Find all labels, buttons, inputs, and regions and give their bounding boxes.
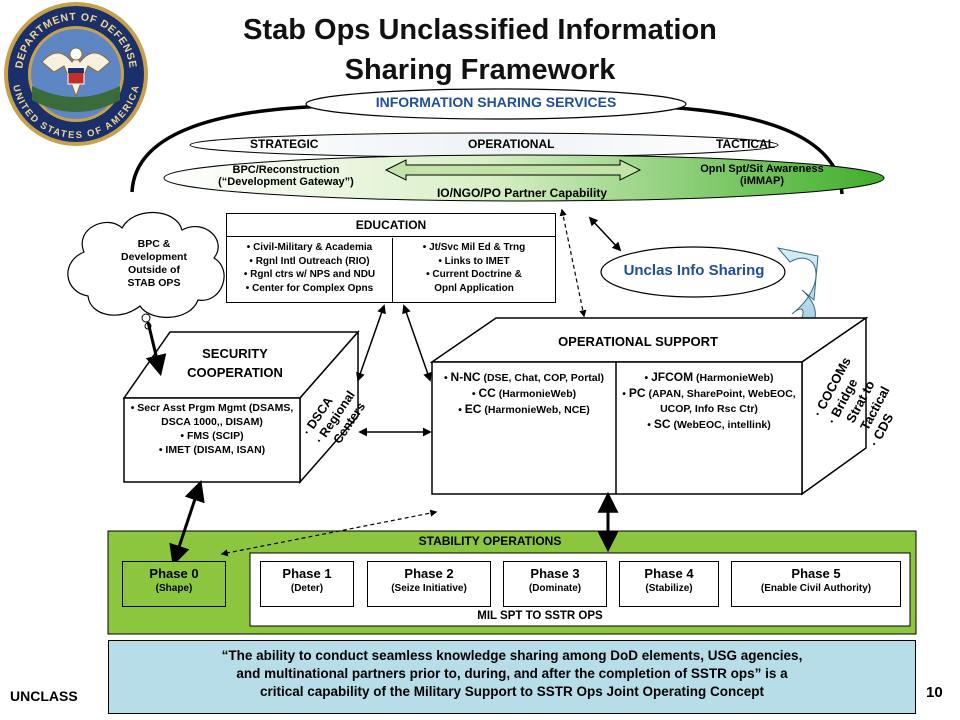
opsupport-left-list: • N-NC (DSE, Chat, COP, Portal) • CC (Ha… <box>438 370 610 418</box>
classification-marking: UNCLASS <box>10 688 78 704</box>
edu-security-arrow <box>356 304 386 382</box>
band-unclas-arrow <box>588 216 622 252</box>
phase-name: Phase 1 <box>282 566 332 581</box>
page-number: 10 <box>926 684 943 701</box>
list-item: • PC (APAN, SharePoint, WebEOC, UCOP, In… <box>622 386 796 415</box>
phase-name: Phase 4 <box>644 566 694 581</box>
band-opsupport-dashed-arrow <box>559 208 587 318</box>
list-item: • FMS (SCIP) <box>180 430 244 442</box>
info-services-ellipse <box>305 88 687 120</box>
phase-name: Phase 3 <box>530 566 580 581</box>
cloud-line2: Development <box>121 251 187 263</box>
list-item: • Jt/Svc Mil Ed & Trng <box>422 242 526 253</box>
quote-line2: and multinational partners prior to, dur… <box>236 666 788 681</box>
phase-sub: (Dominate) <box>528 583 582 594</box>
list-item: Opnl Application <box>434 282 514 294</box>
list-item: • Civil-Military & Academia <box>246 242 373 253</box>
dod-seal-icon: DEPARTMENT OF DEFENSE UNITED STATES OF A… <box>4 2 148 146</box>
band-center-text: IO/NGO/PO Partner Capability <box>436 186 608 200</box>
edu-opsupport-arrow <box>402 304 432 382</box>
opsupport-phase0-dashed-arrow <box>220 509 438 557</box>
education-box: EDUCATION • Civil-Military & Academia • … <box>226 213 556 303</box>
cloud-to-security-arrow <box>145 321 167 377</box>
list-item: • Rgnl Intl Outreach (RIO) <box>249 255 370 267</box>
cloud-line3: Outside of <box>128 264 180 276</box>
level-operational: OPERATIONAL <box>468 137 555 151</box>
phase-3: Phase 3 (Dominate) <box>503 561 607 607</box>
operational-support-box-3d <box>429 316 869 496</box>
capability-band <box>163 154 885 202</box>
info-services-label: INFORMATION SHARING SERVICES <box>375 94 617 110</box>
unclas-info-label: Unclas Info Sharing <box>623 262 765 279</box>
education-left-col: • Civil-Military & Academia • Rgnl Intl … <box>227 238 393 302</box>
operational-support-title: OPERATIONAL SUPPORT <box>558 334 718 349</box>
phase-4: Phase 4 (Stabilize) <box>619 561 719 607</box>
security-phase0-arrow <box>169 480 205 566</box>
band-right-text: Opnl Spt/Sit Awareness (iMMAP) <box>672 163 852 187</box>
education-left-list: • Civil-Military & Academia • Rgnl Intl … <box>227 241 392 295</box>
list-item: • Secr Asst Prgm Mgmt (DSAMS, DSCA 1000,… <box>130 402 294 428</box>
security-cooperation-list: • Secr Asst Prgm Mgmt (DSAMS, DSCA 1000,… <box>127 401 297 457</box>
security-cooperation-box-3d <box>122 330 360 484</box>
list-item: • EC (HarmonieWeb, NCE) <box>458 402 590 416</box>
phase-sub: (Stabilize) <box>645 583 693 594</box>
phase-2: Phase 2 (Seize Initiative) <box>367 561 491 607</box>
education-header: EDUCATION <box>227 214 555 237</box>
quote-line3: critical capability of the Military Supp… <box>259 684 765 699</box>
phase-name: Phase 2 <box>404 566 454 581</box>
quote-line1: “The ability to conduct seamless knowled… <box>221 648 803 663</box>
page-title-line1: Stab Ops Unclassified Information <box>243 14 717 46</box>
mil-spt-label: MIL SPT TO SSTR OPS <box>477 610 603 622</box>
phase-5: Phase 5 (Enable Civil Authority) <box>731 561 901 607</box>
list-item: • SC (WebEOC, intellink) <box>647 417 771 431</box>
unclas-info-ellipse <box>600 246 786 298</box>
security-cooperation-title: SECURITY COOPERATION <box>160 344 310 382</box>
phase-sub: (Enable Civil Authority) <box>760 583 872 594</box>
education-right-list: • Jt/Svc Mil Ed & Trng • Links to IMET •… <box>393 241 555 295</box>
phase-sub: (Seize Initiative) <box>391 583 467 594</box>
page-title-line2: Sharing Framework <box>344 54 616 86</box>
list-item: • JFCOM (HarmonieWeb) <box>644 370 774 384</box>
cloud-shape <box>67 211 225 330</box>
security-title-line1: SECURITY <box>202 346 268 361</box>
list-item: • Current Doctrine & <box>426 269 522 280</box>
band-left-text: BPC/Reconstruction (“Development Gateway… <box>196 164 376 188</box>
security-title-line2: COOPERATION <box>187 365 283 380</box>
phase-name: Phase 0 <box>149 566 199 581</box>
list-item: • IMET (DISAM, ISAN) <box>158 444 266 456</box>
quote-box: “The ability to conduct seamless knowled… <box>108 640 916 714</box>
cloud-text: BPC & Development Outside of STAB OPS <box>98 238 210 290</box>
phase-1: Phase 1 (Deter) <box>260 561 354 607</box>
list-item: • N-NC (DSE, Chat, COP, Portal) <box>443 370 605 384</box>
level-tactical: TACTICAL <box>716 137 776 151</box>
list-item: • CC (HarmonieWeb) <box>471 386 577 400</box>
cloud-line1: BPC & <box>137 238 171 250</box>
phase-sub: (Deter) <box>290 583 324 594</box>
list-item: • Center for Complex Opns <box>245 282 374 294</box>
phase-name: Phase 5 <box>791 566 841 581</box>
bidirectional-band-arrow <box>384 159 642 181</box>
list-item: • Rgnl ctrs w/ NPS and NDU <box>243 269 376 280</box>
band-left-line2: (“Development Gateway”) <box>218 176 354 188</box>
phase-sub: (Shape) <box>155 583 193 594</box>
band-right-line1: Opnl Spt/Sit Awareness <box>700 163 824 175</box>
opsupport-right-list: • JFCOM (HarmonieWeb) • PC (APAN, ShareP… <box>620 370 798 433</box>
education-right-col: • Jt/Svc Mil Ed & Trng • Links to IMET •… <box>393 238 555 302</box>
list-item: • Links to IMET <box>438 255 510 267</box>
band-right-line2: (iMMAP) <box>740 175 784 187</box>
phase-0: Phase 0 (Shape) <box>122 561 226 607</box>
level-strategic: STRATEGIC <box>250 137 319 151</box>
stability-ops-header: STABILITY OPERATIONS <box>418 534 562 548</box>
band-left-line1: BPC/Reconstruction <box>232 164 340 176</box>
cloud-line4: STAB OPS <box>127 277 181 289</box>
